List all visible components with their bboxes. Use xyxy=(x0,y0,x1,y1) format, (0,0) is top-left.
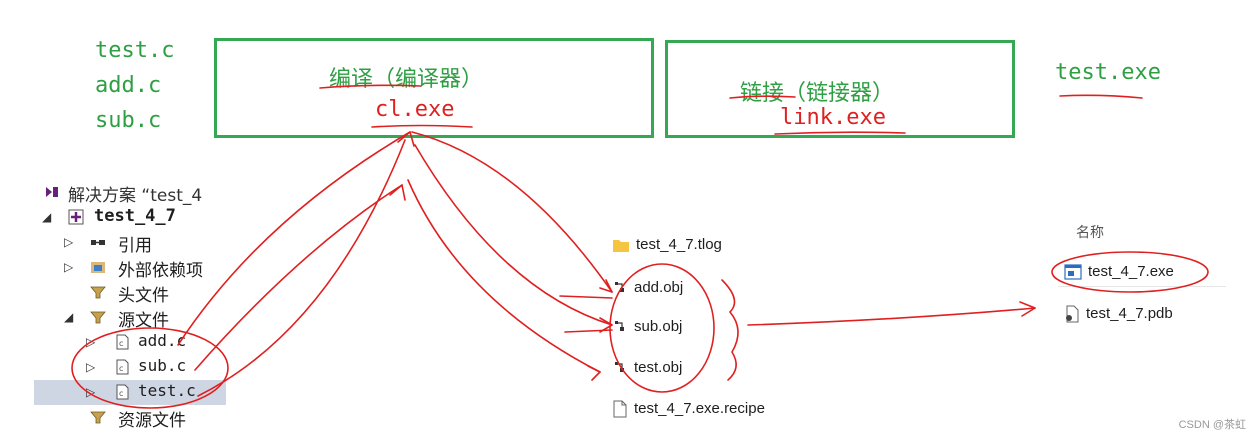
svg-text:c: c xyxy=(119,389,123,398)
arrow-cl-to-add-obj xyxy=(411,131,613,293)
solution-root-label: 解决方案 “test_4 xyxy=(68,186,203,206)
link-stage-title: 链接（链接器） xyxy=(740,81,895,106)
c-file-icon: c xyxy=(116,334,129,350)
compile-stage-box: 编译（编译器） cl.exe xyxy=(214,38,654,138)
solution-root-row[interactable]: 解决方案 “test_4 xyxy=(34,186,226,206)
tree-item-label: test.c xyxy=(138,381,196,400)
file-row-exe[interactable]: test_4_7.exe xyxy=(1064,263,1174,280)
watermark: CSDN @茶虹 xyxy=(1178,419,1246,431)
file-name: test_4_7.pdb xyxy=(1086,305,1173,322)
project-label: test_4_7 xyxy=(94,206,176,226)
tree-item-resource-files[interactable]: 资源文件 xyxy=(34,405,226,431)
svg-text:c: c xyxy=(119,364,123,373)
column-header-name[interactable]: 名称 xyxy=(1076,224,1104,240)
tree-item-label: sub.c xyxy=(138,356,187,375)
tree-item-references[interactable]: ▷ 引用 xyxy=(34,230,226,256)
tree-item-label: 外部依赖项 xyxy=(118,261,203,281)
filter-folder-icon xyxy=(90,411,106,424)
tree-item-source-files[interactable]: ◢ 源文件 xyxy=(34,305,226,331)
tree-item-label: 引用 xyxy=(118,236,152,256)
exe-file-icon xyxy=(1064,264,1082,280)
project-row[interactable]: ◢ test_4_7 xyxy=(34,205,226,230)
bracket-obj-files xyxy=(721,279,739,381)
collapsed-arrow-icon[interactable]: ▷ xyxy=(86,360,96,374)
c-file-icon: c xyxy=(116,384,129,400)
c-file-icon: c xyxy=(116,359,129,375)
file-name: test.obj xyxy=(634,359,683,376)
file-name: add.obj xyxy=(634,279,684,296)
tree-item-sub-c[interactable]: ▷ c sub.c xyxy=(34,355,226,380)
solution-icon xyxy=(46,187,58,197)
arrow-obj-to-exe xyxy=(747,307,1036,326)
solution-explorer-panel: 解决方案 “test_4 ◢ test_4_7 ▷ 引用 ▷ 外部依赖项 头文件… xyxy=(34,186,226,442)
file-row-add-obj[interactable]: add.obj xyxy=(612,279,683,296)
collapsed-arrow-icon[interactable]: ▷ xyxy=(86,335,96,349)
compile-tool-label: cl.exe xyxy=(375,97,455,122)
tree-item-add-c[interactable]: ▷ c add.c xyxy=(34,330,226,355)
file-row-test-obj[interactable]: test.obj xyxy=(612,359,682,376)
pdb-file-icon xyxy=(1066,305,1079,323)
source-file-test-c: test.c xyxy=(95,38,175,63)
row-divider xyxy=(1058,286,1226,287)
file-name: test_4_7.exe xyxy=(1088,263,1174,280)
tree-item-test-c[interactable]: ▷ c test.c xyxy=(34,380,226,405)
file-row-recipe[interactable]: test_4_7.exe.recipe xyxy=(612,400,765,418)
tree-item-external-deps[interactable]: ▷ 外部依赖项 xyxy=(34,255,226,281)
compile-stage-title: 编译（编译器） xyxy=(329,67,484,92)
file-name: test_4_7.tlog xyxy=(636,236,722,253)
filter-folder-icon xyxy=(90,311,106,324)
source-file-sub-c: sub.c xyxy=(95,108,162,133)
filter-folder-icon xyxy=(90,286,106,299)
file-row-tlog[interactable]: test_4_7.tlog xyxy=(612,236,722,253)
collapsed-arrow-icon[interactable]: ▷ xyxy=(86,385,96,399)
link-stage-box: 链接（链接器） link.exe xyxy=(665,40,1015,138)
tree-item-label: 资源文件 xyxy=(118,411,186,431)
obj-file-icon xyxy=(615,362,624,373)
collapsed-arrow-icon[interactable]: ▷ xyxy=(64,260,74,274)
obj-file-icon xyxy=(615,321,624,332)
file-row-sub-obj[interactable]: sub.obj xyxy=(612,318,682,335)
file-row-pdb[interactable]: test_4_7.pdb xyxy=(1064,305,1173,323)
underline-test-exe xyxy=(1059,94,1143,99)
arrow-test-to-cl xyxy=(197,139,406,397)
file-name: test_4_7.exe.recipe xyxy=(634,400,765,417)
document-icon xyxy=(613,400,627,418)
file-name: sub.obj xyxy=(634,318,683,335)
arrow-sub-to-cl xyxy=(194,184,403,371)
tree-item-label: 源文件 xyxy=(118,311,169,331)
collapsed-arrow-icon[interactable]: ▷ xyxy=(64,235,74,249)
obj-file-icon xyxy=(615,282,624,293)
folder-icon xyxy=(613,240,629,253)
cpp-project-icon xyxy=(68,209,84,225)
output-exe-label: test.exe xyxy=(1055,60,1161,85)
arrow-cl-to-sub-obj xyxy=(414,144,613,326)
source-file-add-c: add.c xyxy=(95,73,162,98)
tree-item-label: 头文件 xyxy=(118,286,169,306)
arrow-cl-to-test-obj xyxy=(407,179,601,373)
link-tool-label: link.exe xyxy=(780,105,886,130)
external-deps-icon xyxy=(91,262,105,273)
svg-text:c: c xyxy=(119,339,123,348)
tree-item-header-files[interactable]: 头文件 xyxy=(34,280,226,306)
tree-item-label: add.c xyxy=(138,331,187,350)
references-icon xyxy=(91,240,105,245)
expanded-arrow-icon[interactable]: ◢ xyxy=(42,210,52,224)
expanded-arrow-icon[interactable]: ◢ xyxy=(64,310,74,324)
